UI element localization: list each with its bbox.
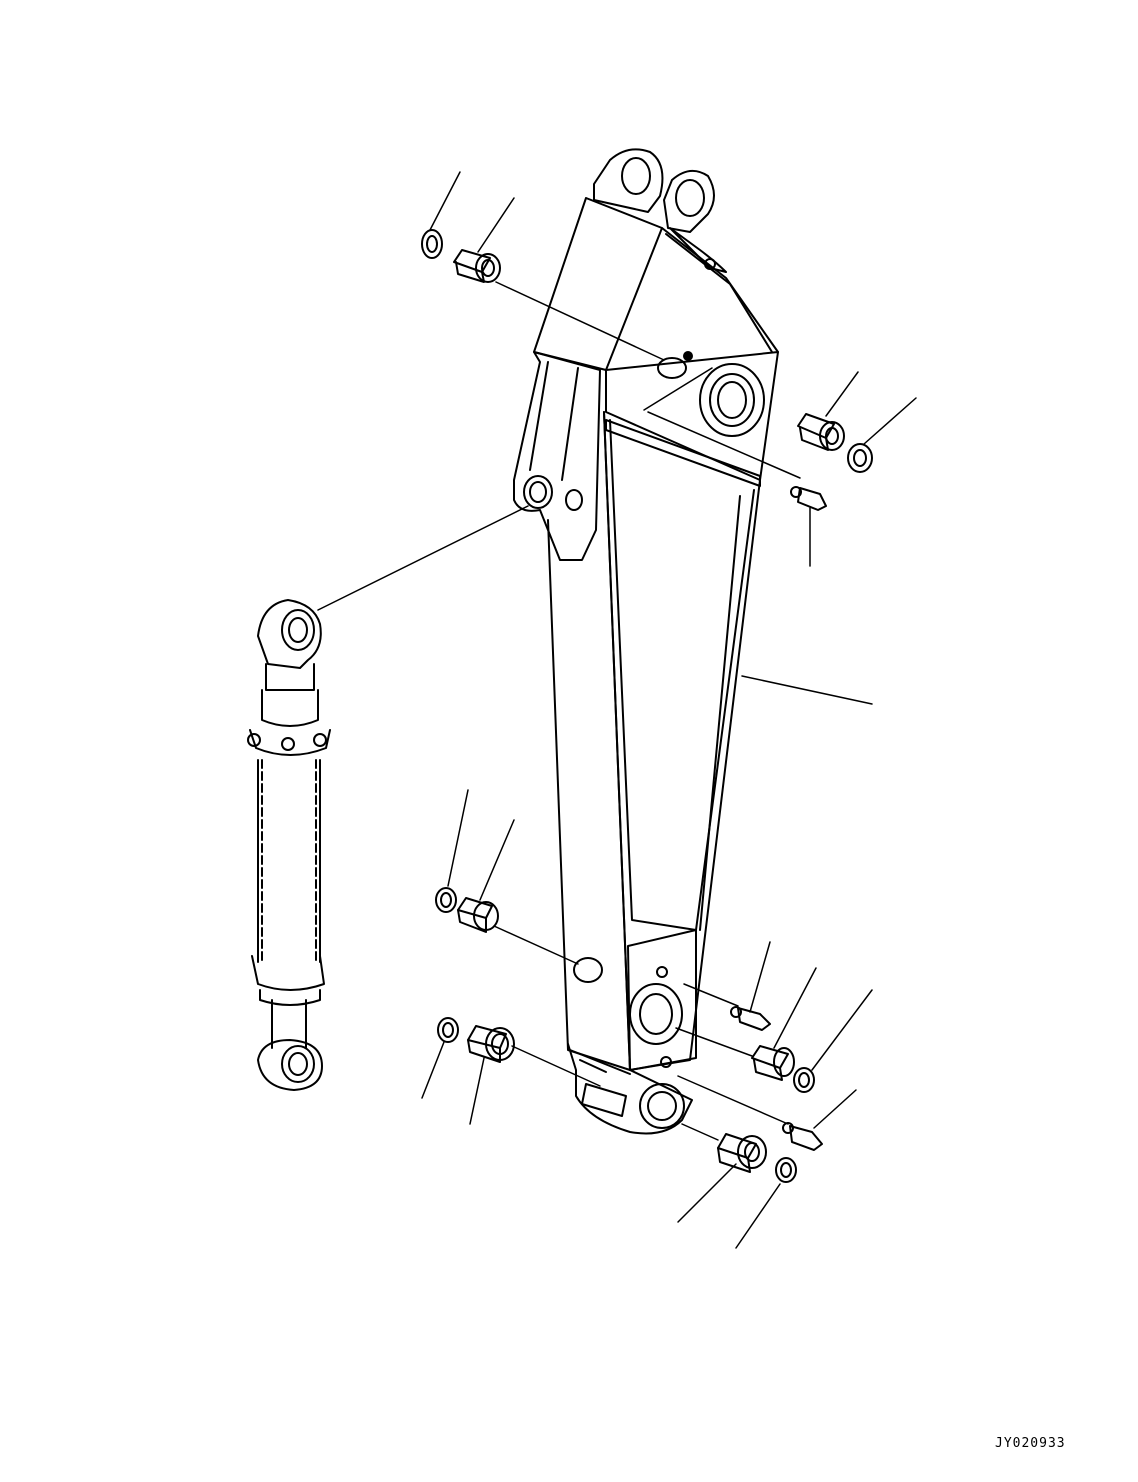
cylinder-bottom-eye — [257, 1039, 323, 1091]
cylinder-head-eye — [257, 599, 322, 669]
dust-seal-5 — [793, 1067, 815, 1093]
arm-top-lug-right-hole — [675, 179, 705, 217]
bushing-1 — [453, 249, 501, 283]
clamp-bolt-3 — [281, 737, 295, 751]
arm-bottom-hatch — [569, 1049, 631, 1075]
cylinder-rod-top — [261, 689, 319, 727]
dust-seal-1 — [421, 229, 443, 259]
grease-fitting-2 — [730, 1006, 771, 1031]
arm-boom-pin-boss-hole — [717, 381, 747, 419]
leader-bushing-6 — [677, 1163, 737, 1223]
axis-top-left — [495, 281, 665, 361]
bushing-6 — [717, 1133, 767, 1173]
leader-grease-fitting-3 — [813, 1089, 857, 1129]
clamp-bolt-1 — [247, 733, 261, 747]
arm-main-body-right-inner — [609, 419, 755, 931]
drawing-code: JY020933 — [995, 1436, 1066, 1451]
arm-main-body-right-inner2 — [699, 495, 741, 931]
arm-lower-plate — [627, 929, 697, 1071]
leader-dust-seal-1 — [429, 171, 461, 231]
arm-upper-plug — [657, 357, 687, 379]
arm-top-lug-right — [663, 169, 715, 233]
arm-cylinder-pin-hole — [523, 475, 553, 509]
axis-lower-right-2 — [683, 983, 739, 1007]
axis-top-right-2 — [647, 411, 801, 479]
clamp-bolt-2 — [313, 733, 327, 747]
axis-bottom — [681, 1123, 719, 1141]
leader-bushing-1 — [477, 197, 515, 253]
arm-bottom-tip — [567, 1043, 693, 1135]
leader-dust-seal-5 — [811, 989, 873, 1071]
leader-dust-seal-4 — [421, 1041, 445, 1099]
arm-lower-bolt-1 — [656, 966, 668, 978]
leader-bushing-5 — [773, 967, 817, 1049]
leader-dust-seal-6 — [735, 1183, 781, 1249]
dust-seal-3 — [435, 887, 457, 913]
axis-bottom-right — [677, 1075, 789, 1125]
arm-cylinder-bracket — [513, 351, 601, 561]
arm-bracket-small-hole — [565, 489, 583, 511]
dust-seal-4 — [437, 1017, 459, 1043]
leader-dust-seal-3 — [447, 789, 469, 887]
arm-upper-box — [533, 197, 663, 371]
arm-cylinder-bracket-inner2 — [561, 367, 579, 481]
bushing-2 — [797, 413, 845, 451]
axis-lower-right — [675, 1027, 753, 1057]
axis-cylinder — [317, 505, 529, 611]
arm-top-lug-left — [593, 148, 664, 213]
dust-seal-2 — [847, 443, 873, 473]
arm-upper-edge — [661, 227, 779, 353]
cylinder-head-eye-hole-inner — [288, 617, 308, 643]
cylinder-rod-bottom — [271, 999, 307, 1049]
arm-cylinder-pin-hole-inner — [529, 481, 547, 503]
cylinder-head-eye-hole — [281, 609, 315, 651]
leader-bushing-2 — [825, 371, 859, 417]
cylinder-clamp-bottom — [251, 955, 325, 991]
dust-seal-6 — [775, 1157, 797, 1183]
arm-cylinder — [247, 599, 331, 1091]
cylinder-tube-solid — [257, 759, 321, 963]
grease-fitting-3 — [782, 1122, 823, 1151]
cylinder-tube — [261, 759, 317, 961]
axis-lower-left — [511, 1045, 601, 1087]
arm-upper-plug-dot — [683, 351, 693, 361]
arm-lower-bolt-2 — [660, 1056, 672, 1068]
arm-main-body-right — [603, 411, 761, 1071]
cylinder-bottom-eye-hole-inner — [288, 1052, 308, 1076]
leader-bushing-3 — [479, 819, 515, 901]
leader-arm — [741, 675, 873, 705]
leader-bushing-4 — [469, 1057, 485, 1125]
arm-lower-pin-boss — [629, 983, 683, 1045]
bushing-3 — [457, 897, 499, 933]
arm-lower-pin-boss-inner — [639, 993, 673, 1035]
arm-top-lug-left-hole — [621, 157, 651, 195]
leader-lines — [317, 171, 917, 1249]
arm — [513, 148, 779, 1135]
arm-boom-pin-boss-inner — [709, 373, 755, 427]
bushing-5 — [751, 1045, 795, 1081]
cylinder-bottom-eye-hole — [281, 1045, 315, 1083]
arm-bottom-slot — [581, 1083, 627, 1117]
arm-lower-plug — [573, 957, 603, 983]
cylinder-clamp-top — [249, 729, 331, 756]
arm-bottom-pin-hole — [639, 1083, 685, 1129]
arm-bottom-pin-hole-inner — [647, 1091, 677, 1121]
arm-boom-pin-boss — [699, 363, 765, 437]
arm-cylinder-bracket-inner — [529, 361, 549, 471]
axis-mid-left — [493, 925, 579, 965]
arm-upper-edge-inner — [665, 233, 773, 353]
axis-top-right — [643, 367, 713, 411]
leader-grease-fitting-2 — [749, 941, 771, 1013]
arm-top-bracket — [669, 227, 727, 273]
arm-band — [605, 419, 761, 487]
leader-dust-seal-2 — [863, 397, 917, 445]
cylinder-head-neck — [265, 663, 315, 691]
grease-fitting-1 — [790, 486, 827, 511]
cylinder-band — [259, 989, 321, 1006]
bushing-4 — [467, 1025, 515, 1063]
